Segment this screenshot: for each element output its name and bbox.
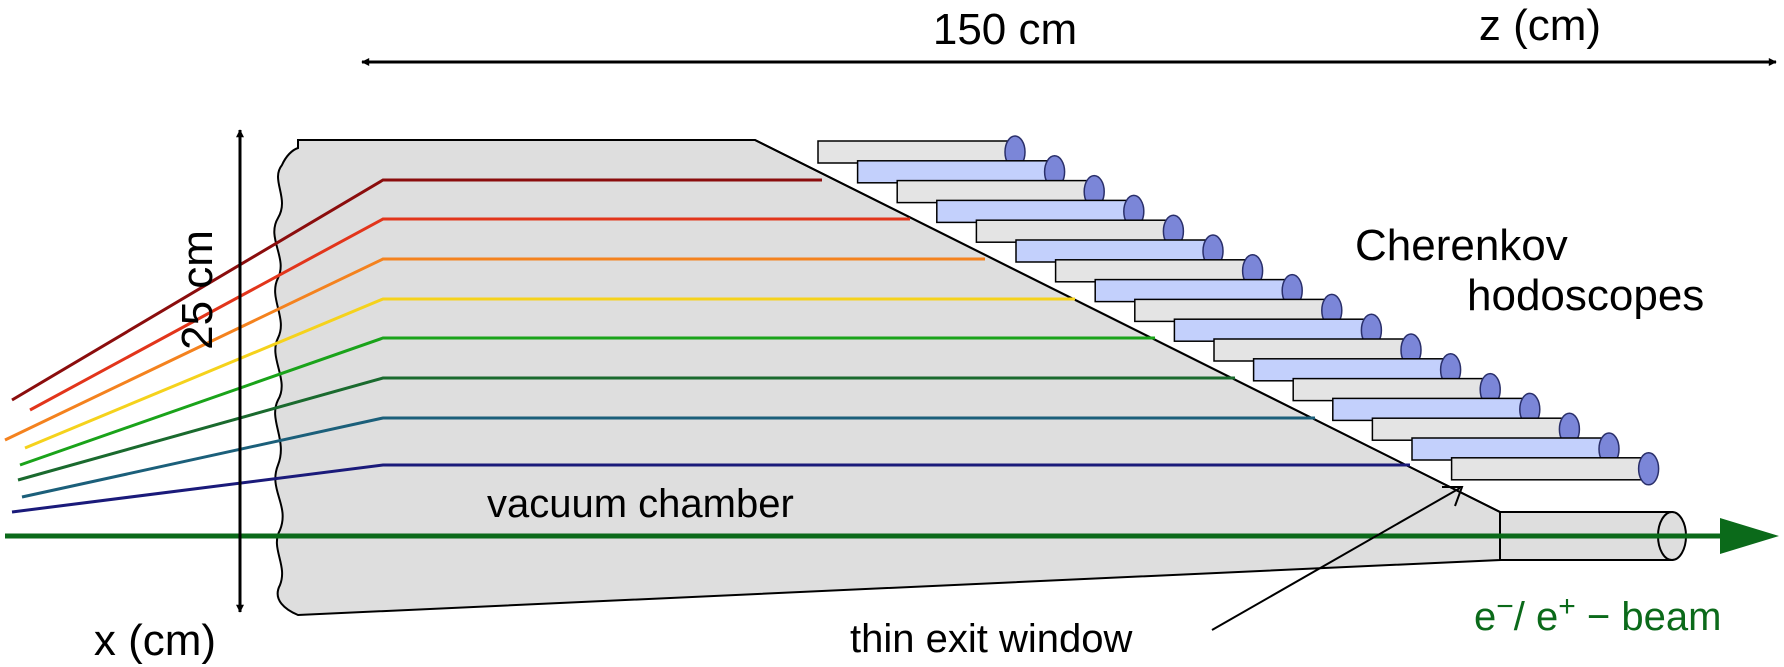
particle-tracks [4,178,1410,514]
hodoscope-bar-16 [1411,432,1620,466]
hodoscope-bar-body [1411,437,1609,461]
hodoscope-bar-15 [1371,412,1581,446]
track-1 [11,178,822,402]
length-label: 150 cm [933,5,1077,54]
thin-exit-window-line [754,139,1501,513]
track-7 [21,416,1315,499]
hodoscope-bar-body [1015,239,1213,263]
exit-window-pointer [1211,487,1461,631]
hodoscope-bar-body [1134,298,1332,323]
hodoscope-bar-14 [1332,392,1541,427]
hodoscope-bar-11 [1213,333,1422,367]
hodoscope-bar-body [1332,397,1530,422]
cherenkov-hodoscope-array [817,135,1660,486]
beam-arrow-icon [1720,518,1779,554]
hodoscope-bar-body [1252,358,1451,382]
hodoscope-bar-body [856,160,1055,184]
hodoscope-bar-4 [936,194,1145,229]
hodoscope-bar-10 [1173,313,1383,347]
pmt-icon [1637,452,1660,486]
track-8 [11,463,1410,514]
detector-label-line1: Cherenkov [1355,221,1568,270]
hodoscope-bar-body [1292,377,1490,402]
detector-label-line2: hodoscopes [1467,271,1704,320]
height-label: 25 cm [173,230,222,350]
beam-label-sup-minus: − [1496,590,1514,623]
hodoscope-bar-body [1054,259,1253,283]
hodoscope-bar-17 [1450,452,1660,486]
track-6 [17,376,1235,482]
x-axis-label: x (cm) [94,616,216,665]
beam-label: e−/ e+ − beam [1474,590,1721,639]
beam-label-suffix: − beam [1576,595,1722,639]
exit-window-pointer-arrow-icon [1442,486,1464,507]
hodoscope-bar-body [1371,417,1570,441]
beam-label-e1: e [1474,595,1496,639]
beam-label-sup-plus: + [1558,590,1576,623]
hodoscope-bar-8 [1094,273,1303,308]
beam-label-slash: / e [1514,595,1558,639]
exit-window-label: thin exit window [850,617,1132,661]
hodoscope-bar-body [1213,338,1411,362]
hodoscope-bar-body [1450,457,1649,481]
hodoscope-bar-body [936,199,1134,224]
vacuum-chamber-label: vacuum chamber [487,482,794,526]
track-3 [4,257,985,442]
hodoscope-bar-body [1094,278,1292,303]
track-4 [24,297,1075,450]
z-axis-label: z (cm) [1479,1,1601,50]
track-2 [29,217,910,412]
hodoscope-bar-6 [1015,234,1224,268]
hodoscope-bar-body [1173,318,1372,342]
hodoscope-bar-body [896,179,1094,204]
track-5 [19,336,1155,467]
hodoscope-bar-5 [975,214,1185,248]
hodoscope-bar-body [817,140,1015,164]
hodoscope-bar-body [975,219,1174,243]
